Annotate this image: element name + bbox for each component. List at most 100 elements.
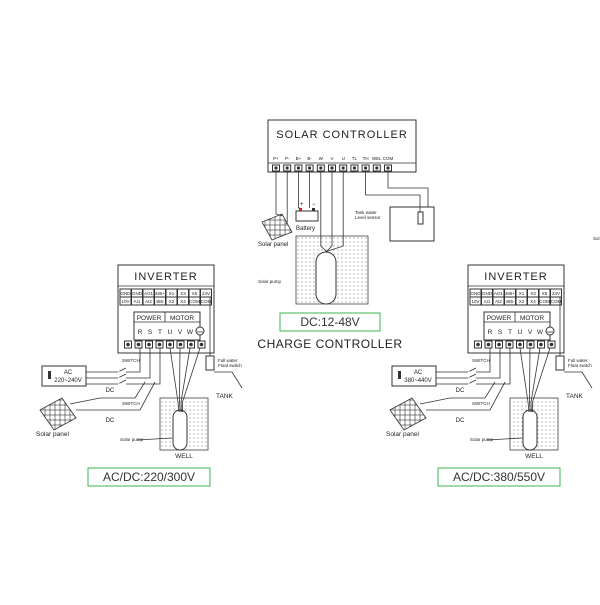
charge-controller-caption: CHARGE CONTROLLER [257,337,402,351]
voltage-label: AC/DC:220/300V [103,470,195,484]
control-terminal-label: X3 [530,291,536,296]
power-terminal-label: V [528,329,533,336]
control-terminal-label: AI1 [134,299,141,304]
solar-pump-label: Solar pump [120,437,144,442]
level-sensor-icon [417,211,424,225]
power-terminal-label: S [148,329,153,336]
control-terminal-label: COM [551,299,562,304]
ac-voltage-label: 220~240V [54,378,82,384]
switch-label: SWITCH [122,358,140,363]
dc-label: DC [456,418,465,424]
solar-panel-icon [261,213,293,241]
voltage-frame [87,467,211,487]
power-terminal-label: W [537,329,544,336]
top-solar-pump-icon [315,251,337,305]
control-terminal-label: AI1 [484,299,491,304]
control-terminal-label: X2 [169,299,175,304]
control-terminal-label: X2 [519,299,525,304]
well-label: WELL [525,453,543,460]
left-inverter-diagram: INVERTERGND10VGNDAI1AO1AI2485+485-X1X2X3… [36,264,243,487]
motor-label: MOTOR [170,315,194,322]
control-terminal-label: X3 [180,291,186,296]
float-label-2: Float switch [218,363,242,368]
control-terminal-label: AI2 [145,299,152,304]
control-terminal-label: 485+ [505,291,516,296]
control-terminal-label: 10V [471,299,479,304]
power-terminal-label: W [187,329,194,336]
power-terminal-label: R [138,329,143,336]
solar-panel-icon [39,397,77,431]
tank-label: TANK [216,393,234,400]
inverter-title: INVERTER [484,271,547,283]
controller-terminal-label: TH [363,156,369,161]
power-label: POWER [487,315,512,322]
solar-controller-box [267,119,417,173]
tank-box [389,206,435,242]
solar-pump-label: Solar pump [470,437,494,442]
power-terminal-label: R [488,329,493,336]
switch-label: SWITCH [122,401,140,406]
battery-label: Battery [296,226,315,232]
dc-label: DC [456,388,465,394]
control-terminal-label: GND [471,291,482,296]
ac-voltage-label: 380~440V [404,378,432,384]
control-terminal-label: COM [189,299,200,304]
controller-terminal-label: WEL [372,156,382,161]
tank-label: TANK [566,393,584,400]
float-label-1: Full water [568,358,588,363]
level-sensor-label: Level sensor [355,215,381,220]
solar-panel-label: Solar panel [386,431,419,438]
motor-label: MOTOR [520,315,544,322]
controller-terminal-label: P+ [273,156,279,161]
control-terminal-label: X5 [192,291,198,296]
control-terminal-label: 10V [121,299,129,304]
top-solar-panel-label: Solar panel [258,242,288,248]
power-terminal-label: V [178,329,183,336]
solar-controller-title: SOLAR CONTROLLER [276,129,408,141]
control-terminal-label: 24V [552,291,560,296]
top-solar-pump-label: Solar pump [258,279,282,284]
control-terminal-label: AI2 [495,299,502,304]
control-terminal-label: 485- [155,299,165,304]
control-terminal-label: X5 [542,291,548,296]
ac-label: AC [414,370,423,376]
control-terminal-label: AO1 [144,291,154,296]
ac-source-box [41,365,87,387]
float-label-2: Float switch [568,363,592,368]
control-terminal-label: GND [121,291,132,296]
control-terminal-label: X1 [519,291,525,296]
dc-label: DC [106,418,115,424]
controller-terminal-label: B+ [296,156,302,161]
controller-terminal-label: B- [307,156,312,161]
controller-terminal-label: U [342,156,345,161]
dc-label: DC [106,388,115,394]
solar-panel-icon [389,397,427,431]
float-switch-icon [555,355,565,371]
ground-icon [195,326,205,336]
control-terminal-label: X4 [180,299,186,304]
control-terminal-label: GND [132,291,143,296]
voltage-label: AC/DC:380/550V [453,470,545,484]
control-terminal-label: COM [539,299,550,304]
control-terminal-label: AO1 [494,291,504,296]
control-terminal-label: X4 [530,299,536,304]
well-label: WELL [175,453,193,460]
control-terminal-label: X1 [169,291,175,296]
solar-pump-icon [522,409,538,451]
float-label-1: Full water [218,358,238,363]
float-switch-icon [205,355,215,371]
control-terminal-label: 485+ [155,291,166,296]
edge-fragment-label: Sol [593,236,600,241]
control-terminal-label: 485- [505,299,515,304]
control-terminal-label: GND [482,291,493,296]
ac-label: AC [64,370,73,376]
battery-minus-sign: − [312,202,316,208]
inverter-title: INVERTER [134,271,197,283]
power-label: POWER [137,315,162,322]
right-inverter-diagram: INVERTERGND10VGNDAI1AO1AI2485+485-X1X2X3… [386,264,593,487]
controller-terminal-label: COM [383,156,394,161]
tank-water-label: Tank water [355,210,377,215]
top-voltage-label: DC:12-48V [300,315,359,329]
